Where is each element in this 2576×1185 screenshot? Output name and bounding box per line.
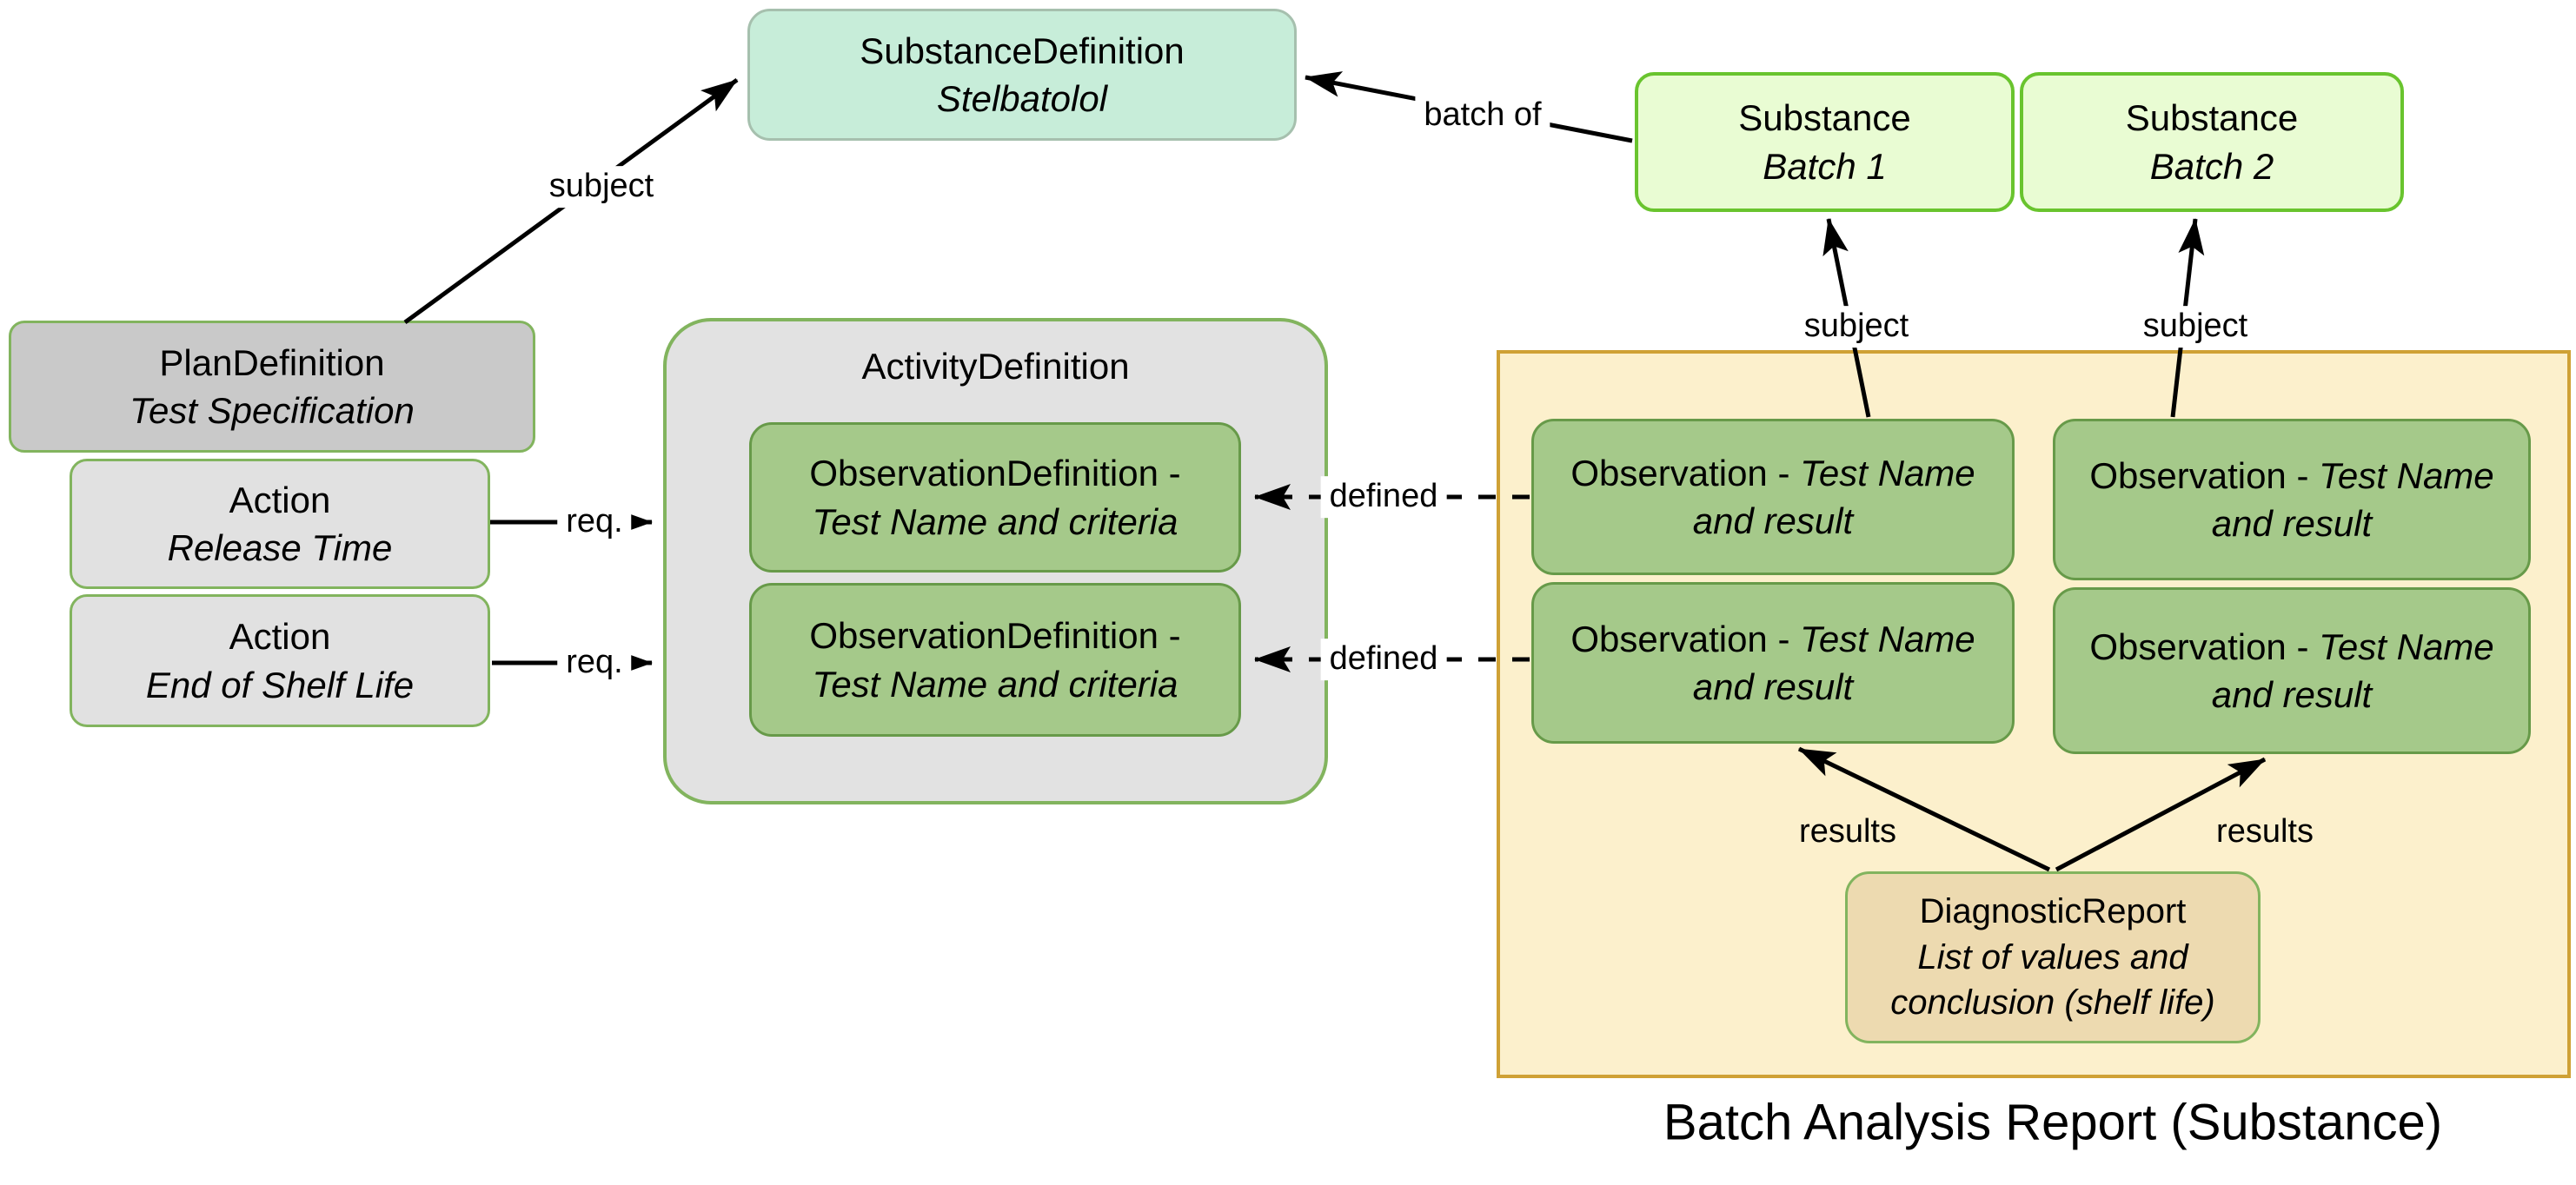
observation-result-line: and result	[2211, 674, 2373, 715]
plan-definition-node: PlanDefinition Test Specification	[9, 321, 535, 453]
action-release-time-node: Action Release Time	[70, 459, 490, 589]
substance-batch1-node: Substance Batch 1	[1635, 72, 2015, 212]
substance-definition-title: SubstanceDefinition	[860, 30, 1185, 71]
observation-definition-1-node: ObservationDefinition - Test Name and cr…	[749, 422, 1241, 573]
substance-batch1-subtitle: Batch 1	[1763, 145, 1887, 187]
observation-result-line: and result	[1692, 666, 1854, 707]
diagnostic-report-title: DiagnosticReport	[1919, 891, 2187, 930]
edge-label-subject-batch1: subject	[1795, 306, 1918, 348]
edge-label-subject-plan: subject	[540, 166, 663, 208]
action-end-of-shelf-life-node: Action End of Shelf Life	[70, 594, 490, 727]
edge-label-req-2: req.	[557, 642, 632, 684]
plan-definition-subtitle: Test Specification	[129, 390, 415, 431]
plan-definition-title: PlanDefinition	[159, 341, 385, 383]
diagnostic-report-line2: List of values and	[1917, 937, 2188, 976]
diagram-caption: Batch Analysis Report (Substance)	[1663, 1094, 2443, 1151]
observation-test-name: Test Name	[1800, 618, 1975, 659]
observation-prefix: Observation -	[2089, 626, 2320, 667]
observation-prefix: Observation -	[2089, 454, 2320, 496]
action-release-time-subtitle: Release Time	[167, 527, 393, 568]
observation-definition-2-node: ObservationDefinition - Test Name and cr…	[749, 583, 1241, 737]
observation-batch1-row1-node: Observation - Test Name and result	[1531, 419, 2015, 575]
edge-label-req-1: req.	[557, 501, 632, 543]
edge-label-batch-of-line1: batch	[1424, 96, 1505, 134]
observation-result-line: and result	[1692, 500, 1854, 541]
action-end-of-shelf-life-subtitle: End of Shelf Life	[145, 664, 415, 705]
observation-batch2-row1-node: Observation - Test Name and result	[2053, 419, 2531, 580]
substance-definition-node: SubstanceDefinition Stelbatolol	[747, 9, 1297, 141]
observation-definition-1-title: ObservationDefinition -	[809, 453, 1181, 494]
observation-test-name: Test Name	[2319, 454, 2494, 496]
observation-prefix: Observation -	[1570, 452, 1801, 493]
observation-batch1-row2-node: Observation - Test Name and result	[1531, 582, 2015, 744]
observation-prefix: Observation -	[1570, 618, 1801, 659]
observation-definition-2-title: ObservationDefinition -	[809, 615, 1181, 657]
observation-definition-2-subtitle: Test Name and criteria	[812, 663, 1178, 705]
edge-label-results-left: results	[1799, 813, 1896, 851]
edge-label-subject-batch2: subject	[2134, 306, 2257, 348]
substance-batch1-title: Substance	[1738, 97, 1911, 139]
edge-label-results-right: results	[2216, 813, 2314, 851]
observation-test-name: Test Name	[2319, 626, 2494, 667]
substance-batch2-title: Substance	[2125, 97, 2299, 139]
diagnostic-report-line3: conclusion (shelf life)	[1890, 983, 2215, 1023]
observation-test-name: Test Name	[1800, 452, 1975, 493]
substance-batch2-node: Substance Batch 2	[2020, 72, 2404, 212]
activity-definition-title: ActivityDefinition	[861, 346, 1130, 387]
action-end-of-shelf-life-title: Action	[229, 616, 331, 658]
edge-label-defined-1: defined	[1320, 476, 1447, 518]
edge-label-batch-of: batch of	[1415, 95, 1550, 136]
observation-definition-1-subtitle: Test Name and criteria	[812, 500, 1178, 542]
observation-batch2-row2-node: Observation - Test Name and result	[2053, 587, 2531, 754]
edge-label-defined-2: defined	[1320, 639, 1447, 680]
observation-result-line: and result	[2211, 503, 2373, 544]
substance-batch2-subtitle: Batch 2	[2149, 145, 2274, 187]
action-release-time-title: Action	[229, 479, 331, 520]
edge-label-batch-of-line2: of	[1513, 96, 1542, 134]
diagnostic-report-node: DiagnosticReport List of values and conc…	[1845, 871, 2261, 1043]
substance-definition-subtitle: Stelbatolol	[936, 78, 1108, 119]
